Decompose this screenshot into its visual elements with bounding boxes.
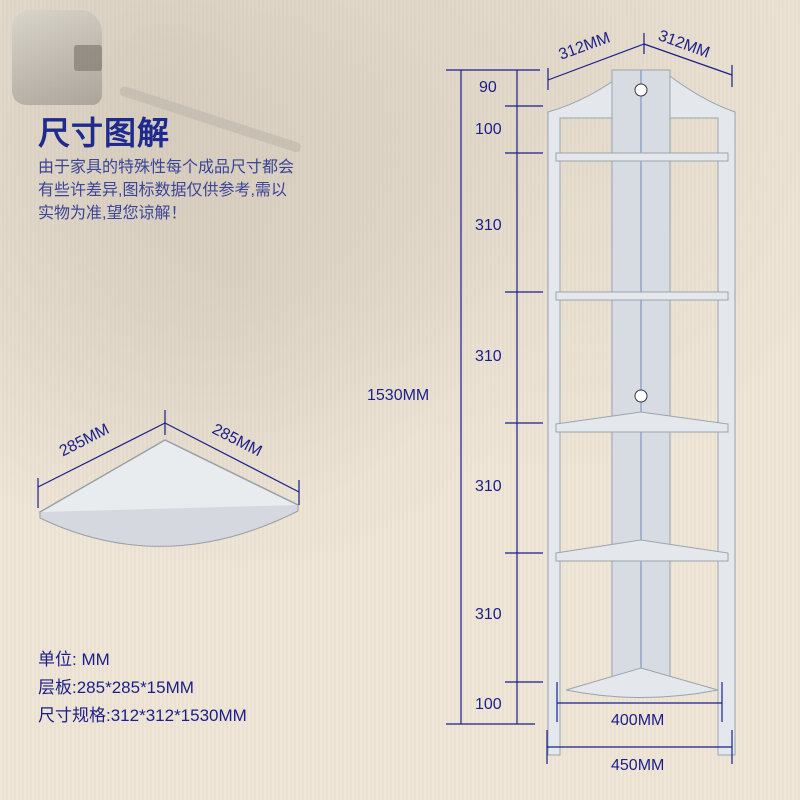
segment-label-top-crown: 90 xyxy=(479,79,497,96)
tape-measure-decoration xyxy=(12,10,102,105)
segment-label-tier-4: 310 xyxy=(475,606,502,623)
rack-dimension-lines xyxy=(446,33,733,764)
disclaimer-line: 有些许差异,图标数据仅供参考,需以 xyxy=(38,182,287,199)
disclaimer-text: 由于家具的特殊性每个成品尺寸都会 有些许差异,图标数据仅供参考,需以 实物为准,… xyxy=(38,156,338,225)
shelf-panel-illustration xyxy=(38,439,300,547)
segment-label-tier-1: 310 xyxy=(475,217,502,234)
overall-size-spec: 尺寸规格:312*312*1530MM xyxy=(38,706,247,725)
outer-base-width-label: 450MM xyxy=(611,757,665,774)
page-title: 尺寸图解 xyxy=(38,115,171,151)
disclaimer-line: 由于家具的特殊性每个成品尺寸都会 xyxy=(38,159,295,176)
total-height-label: 1530MM xyxy=(367,387,430,404)
segment-label-top-gap: 100 xyxy=(475,121,502,138)
inner-base-width-label: 400MM xyxy=(611,712,665,729)
corner-rack-illustration xyxy=(547,69,736,756)
segment-label-tier-3: 310 xyxy=(475,478,502,495)
panel-spec: 层板:285*285*15MM xyxy=(38,678,194,697)
shelf-panel-dimension-lines xyxy=(37,410,300,508)
segment-label-tier-2: 310 xyxy=(475,348,502,365)
unit-spec: 单位: MM xyxy=(38,650,110,669)
segment-label-base: 100 xyxy=(475,696,502,713)
disclaimer-line: 实物为准,望您谅解！ xyxy=(38,205,187,222)
